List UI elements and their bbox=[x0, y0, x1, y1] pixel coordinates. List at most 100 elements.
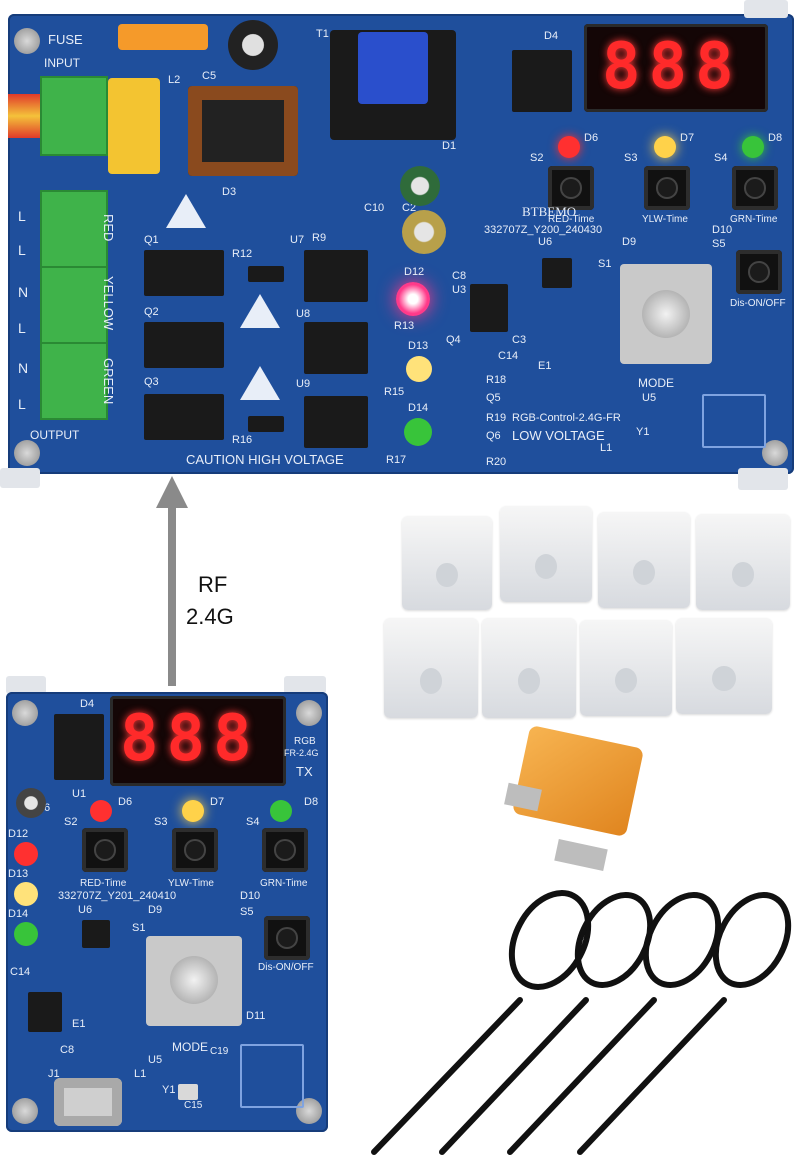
grn-time-label: GRN-Time bbox=[730, 214, 778, 225]
usb-c-port[interactable] bbox=[54, 1078, 122, 1126]
capacitor-c2 bbox=[402, 210, 446, 254]
mounting-screw bbox=[296, 1098, 322, 1124]
chip-d4 bbox=[54, 714, 104, 780]
cable-tie-mount bbox=[676, 618, 772, 714]
label-q1: Q1 bbox=[144, 234, 159, 246]
mode-rotary-encoder[interactable] bbox=[146, 936, 242, 1026]
label-u1: U1 bbox=[72, 788, 87, 800]
label-c19: C19 bbox=[210, 1046, 229, 1057]
label-c8: C8 bbox=[452, 270, 467, 282]
grn-time-button[interactable] bbox=[732, 166, 778, 210]
ylw-time-button[interactable] bbox=[644, 166, 690, 210]
cable-tie-mount bbox=[598, 512, 690, 608]
label-q3: Q3 bbox=[144, 376, 159, 388]
led-yellow bbox=[654, 136, 676, 158]
red-time-button[interactable] bbox=[82, 828, 128, 872]
chip-u3 bbox=[28, 992, 62, 1032]
rail-clip bbox=[284, 676, 326, 694]
output-terminal-3[interactable] bbox=[40, 342, 108, 420]
input-terminal[interactable] bbox=[40, 76, 108, 156]
fr-label: FR-2.4G bbox=[284, 748, 319, 758]
grn-time-label: GRN-Time bbox=[260, 878, 308, 889]
dis-onoff-button[interactable] bbox=[264, 916, 310, 960]
chip-u10 bbox=[304, 396, 368, 448]
label-y1: Y1 bbox=[636, 426, 650, 438]
label-d7: D7 bbox=[680, 132, 695, 144]
label-d11: D11 bbox=[246, 1010, 266, 1022]
cable-tie bbox=[577, 892, 792, 1155]
label-q4: Q4 bbox=[446, 334, 461, 346]
rf-arrow-shaft bbox=[168, 500, 176, 686]
tx-label: TX bbox=[296, 764, 313, 779]
board-serial: 332707Z_Y200_240430 bbox=[484, 224, 603, 236]
red-time-label: RED-Time bbox=[80, 878, 127, 889]
rail-clip bbox=[0, 468, 40, 488]
output-label: OUTPUT bbox=[30, 428, 80, 442]
mounting-screw bbox=[12, 1098, 38, 1124]
low-voltage-label: LOW VOLTAGE bbox=[512, 428, 605, 443]
label-l2: L2 bbox=[168, 74, 181, 86]
mode-label: MODE bbox=[638, 376, 674, 390]
x-capacitor bbox=[108, 78, 160, 174]
brand-label: BTBEMO bbox=[522, 204, 577, 219]
label-s1: S1 bbox=[132, 922, 146, 934]
channel-yellow-label: YELLOW bbox=[101, 276, 116, 331]
label-c3: C3 bbox=[512, 334, 527, 346]
input-label: INPUT bbox=[44, 56, 80, 70]
pcb-antenna bbox=[240, 1044, 304, 1108]
label-c14: C14 bbox=[10, 966, 31, 978]
label-d13: D13 bbox=[8, 868, 29, 880]
ylw-time-button[interactable] bbox=[172, 828, 218, 872]
label-u5: U5 bbox=[642, 392, 657, 404]
capacitor-c6 bbox=[16, 788, 46, 818]
mode-rotary-encoder[interactable] bbox=[620, 264, 712, 364]
label-d14: D14 bbox=[408, 402, 429, 414]
label-s3: S3 bbox=[624, 152, 638, 164]
label-d12: D12 bbox=[8, 828, 29, 840]
rail-clip bbox=[744, 0, 788, 18]
encoder-knob[interactable] bbox=[170, 956, 218, 1004]
terminal-letter-5: N bbox=[18, 360, 29, 376]
encoder-knob[interactable] bbox=[642, 290, 690, 338]
label-u3: U3 bbox=[452, 284, 467, 296]
label-d8: D8 bbox=[304, 796, 319, 808]
cable-tie-mount bbox=[696, 514, 790, 610]
fuse-label: FUSE bbox=[48, 32, 83, 47]
mounting-screw bbox=[296, 700, 322, 726]
output-terminal-2[interactable] bbox=[40, 266, 108, 344]
cable-tie-mount bbox=[500, 506, 592, 602]
label-d1: D1 bbox=[442, 140, 457, 152]
pcb-antenna bbox=[702, 394, 766, 448]
label-u6: U6 bbox=[538, 236, 553, 248]
capacitor-c5 bbox=[228, 20, 278, 70]
grn-time-button[interactable] bbox=[262, 828, 308, 872]
dis-onoff-label: Dis-ON/OFF bbox=[258, 962, 314, 973]
model-label: RGB-Control-2.4G-FR bbox=[512, 412, 621, 424]
led-d13-yellow bbox=[406, 356, 432, 382]
seven-segment-display: 888 bbox=[584, 24, 768, 112]
label-d13: D13 bbox=[408, 340, 429, 352]
receiver-board: FUSE INPUT C5 L2 T1 D4 888 D6 D7 D8 S2 R… bbox=[8, 14, 794, 474]
output-terminal-1[interactable] bbox=[40, 190, 108, 268]
label-j1: J1 bbox=[48, 1068, 60, 1080]
label-c5: C5 bbox=[202, 70, 217, 82]
caution-high-voltage-label: CAUTION HIGH VOLTAGE bbox=[186, 452, 344, 467]
high-voltage-warning-icon bbox=[240, 294, 280, 328]
terminal-letter-2: L bbox=[18, 242, 26, 258]
label-q5: Q5 bbox=[486, 392, 501, 404]
board-serial: 332707Z_Y201_240410 bbox=[58, 890, 177, 902]
red-time-button[interactable] bbox=[548, 166, 594, 210]
mosfet-q2 bbox=[144, 322, 224, 368]
fuse-blade bbox=[554, 839, 608, 871]
dis-onoff-button[interactable] bbox=[736, 250, 782, 294]
chip-u3 bbox=[470, 284, 508, 332]
fuse-holder bbox=[118, 24, 208, 50]
label-c10: C10 bbox=[364, 202, 385, 214]
led-d12-red bbox=[14, 842, 38, 866]
capacitor-c1 bbox=[400, 166, 440, 206]
mounting-screw bbox=[14, 440, 40, 466]
chip-d4 bbox=[512, 50, 572, 112]
led-red bbox=[90, 800, 112, 822]
label-r16: R16 bbox=[232, 434, 253, 446]
chip-u9 bbox=[304, 322, 368, 374]
